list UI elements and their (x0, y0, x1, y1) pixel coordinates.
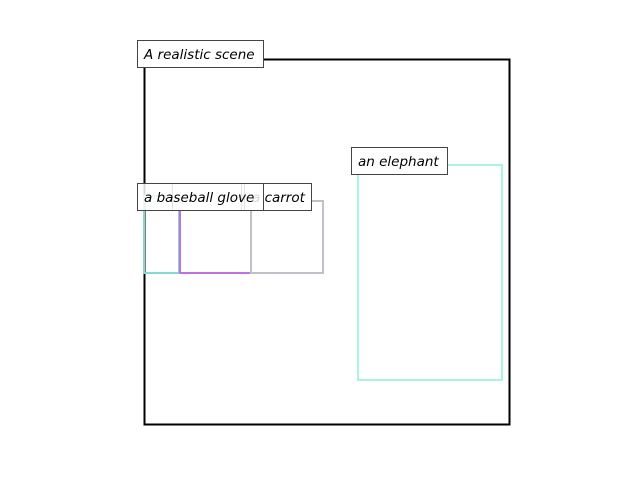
scene-caption: A realistic scene (137, 40, 264, 68)
bounding-box-elephant (357, 164, 503, 381)
label-baseball-glove-text: a baseball glove (144, 190, 254, 206)
label-baseball-glove: a baseball glove (137, 183, 264, 211)
label-carrot-text: a carrot (252, 190, 306, 206)
label-elephant-text: an elephant (358, 154, 439, 170)
bounding-box-carrot (250, 200, 324, 274)
scene-frame (143, 58, 511, 426)
scene-caption-text: A realistic scene (143, 47, 255, 63)
label-elephant: an elephant (351, 147, 448, 175)
